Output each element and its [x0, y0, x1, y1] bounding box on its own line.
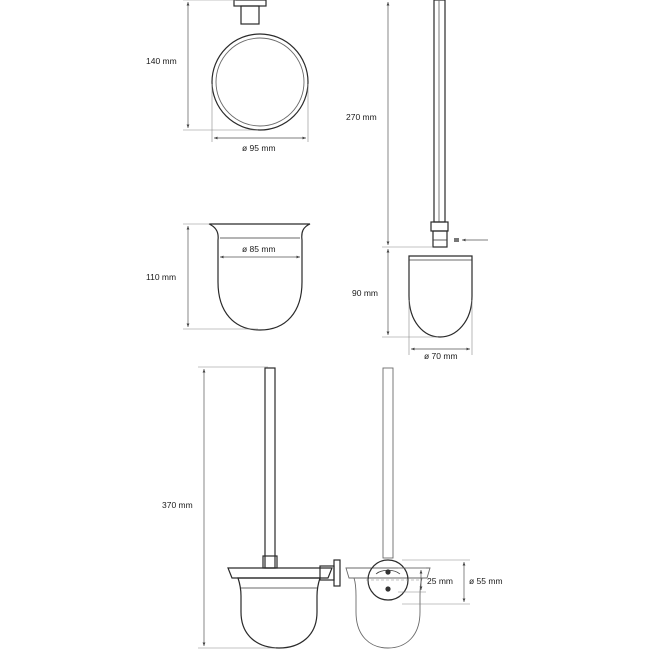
assembly-wall-plate [333, 559, 341, 587]
mount-diameter-label: ø 55 mm [469, 576, 503, 586]
assembly-cup [237, 577, 321, 649]
brush-handle [433, 0, 446, 223]
brush-view: 270 mm 90 mm ø 70 mm [346, 0, 488, 361]
front-screw-bottom [385, 586, 391, 592]
ring-height-label: 140 mm [146, 56, 177, 66]
collar-marker [454, 238, 459, 242]
head-height-label: 90 mm [352, 288, 378, 298]
assembly-front-view: 25 mm ø 55 mm [345, 367, 503, 649]
brush-head [408, 255, 473, 338]
assembly-handle [264, 367, 276, 569]
brush-collar [430, 221, 449, 232]
assembly-holder-rim [227, 567, 333, 579]
wall-mount-plate [233, 0, 267, 7]
head-diameter-label: ø 70 mm [424, 351, 458, 361]
brush-collar-lower [432, 230, 448, 248]
holder-ring-inner [215, 37, 305, 127]
ring-holder-view: 140 mm ø 95 mm [146, 0, 309, 153]
ring-diameter-label: ø 95 mm [242, 143, 276, 153]
mount-stem [240, 5, 260, 25]
assembly-side-view: 370 mm [162, 366, 341, 649]
holder-ring-outer [211, 33, 309, 131]
glass-cup-view: ø 85 mm 110 mm [146, 223, 311, 331]
cup-body [208, 223, 311, 331]
mount-height-label: 25 mm [427, 576, 453, 586]
cup-height-label: 110 mm [146, 272, 176, 282]
front-screw-top [385, 569, 391, 575]
front-handle [382, 367, 394, 559]
cup-diameter-label: ø 85 mm [242, 244, 276, 254]
handle-height-label: 270 mm [346, 112, 377, 122]
total-height-label: 370 mm [162, 500, 193, 510]
